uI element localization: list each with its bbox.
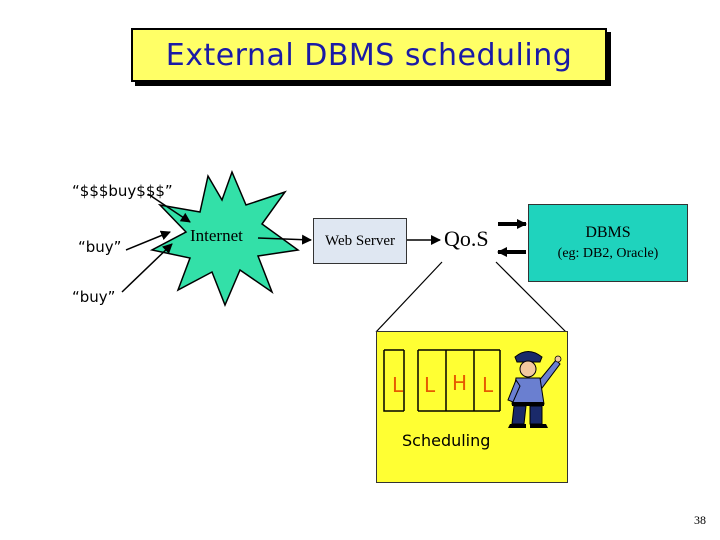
slide-title: External DBMS scheduling bbox=[165, 37, 573, 73]
arrow-internet-webserver bbox=[257, 234, 312, 245]
queue-item-3: L bbox=[482, 373, 494, 397]
connector-right bbox=[495, 261, 567, 333]
dbms-label: DBMS bbox=[585, 224, 631, 241]
title-box: External DBMS scheduling bbox=[131, 28, 607, 82]
qos-label: Qo.S bbox=[444, 226, 489, 251]
web-server-label: Web Server bbox=[324, 232, 395, 249]
dbms-box: DBMS (eg: DB2, Oracle) bbox=[528, 204, 688, 282]
dbms-subtitle: (eg: DB2, Oracle) bbox=[557, 246, 659, 261]
internet-label: Internet bbox=[190, 226, 243, 245]
queue-slots bbox=[383, 349, 501, 412]
internet-burst-icon bbox=[149, 169, 300, 307]
queue-item-0: L bbox=[392, 373, 404, 397]
scheduler-label: Scheduling bbox=[402, 431, 491, 450]
connector-left bbox=[375, 261, 443, 333]
request-label-a: “buy” bbox=[78, 238, 122, 256]
queue-item-1: L bbox=[424, 373, 436, 397]
policeman-icon bbox=[507, 351, 562, 428]
request-arrow-b bbox=[121, 243, 173, 293]
request-label-big: “$$$buy$$$” bbox=[72, 182, 173, 200]
page-number: 38 bbox=[694, 513, 706, 527]
request-arrow-a bbox=[125, 230, 171, 251]
queue-item-2: H bbox=[452, 371, 467, 395]
web-server-box: Web Server bbox=[313, 218, 407, 264]
request-arrow-big bbox=[147, 193, 191, 223]
request-label-b: “buy” bbox=[72, 288, 116, 306]
